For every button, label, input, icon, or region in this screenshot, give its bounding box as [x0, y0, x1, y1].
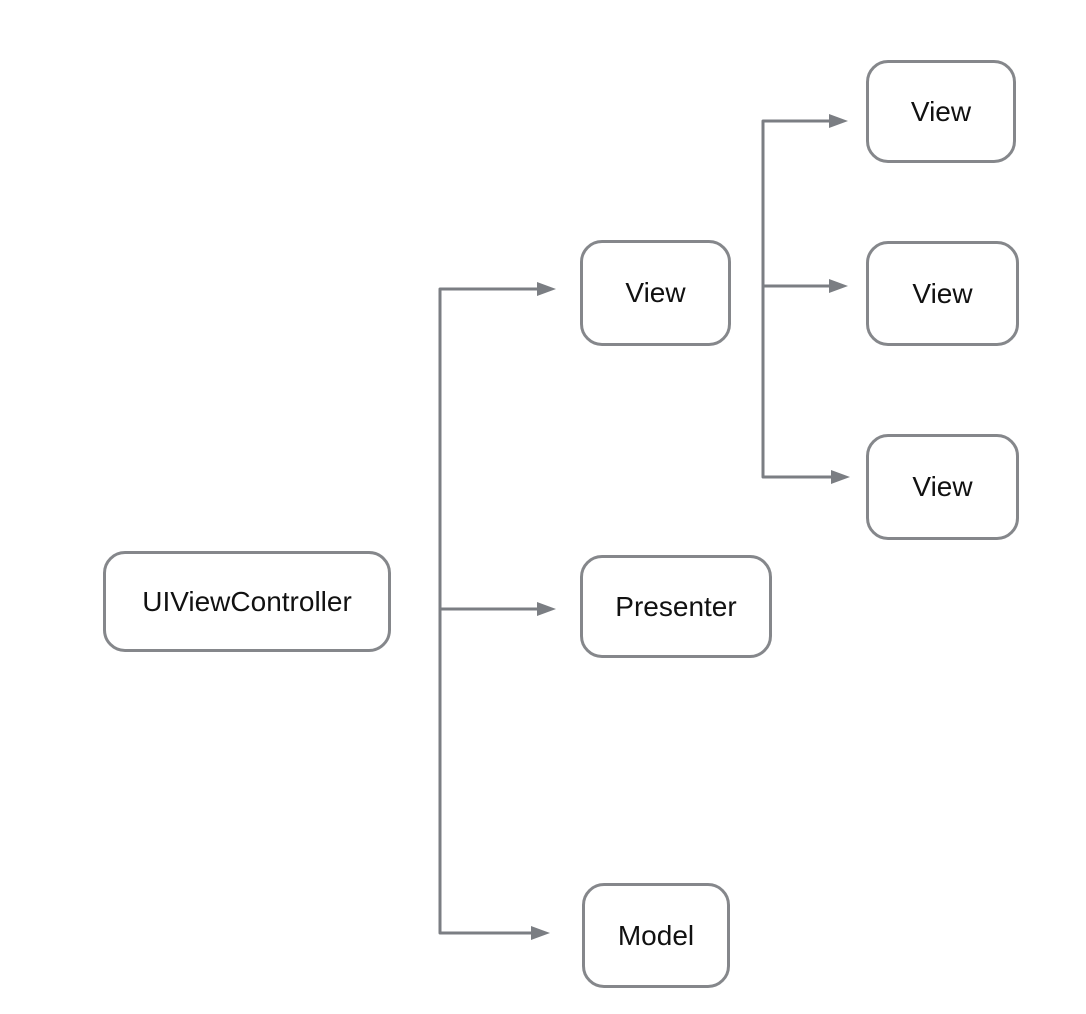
- node-presenter: Presenter: [580, 555, 772, 658]
- node-uiviewcontroller-label: UIViewController: [142, 585, 352, 617]
- edge-trunk-view: [761, 119, 832, 479]
- arrowhead-view-child-bottom-icon: [831, 470, 850, 484]
- node-view-child-top: View: [866, 60, 1016, 163]
- node-view-child-middle: View: [866, 241, 1019, 346]
- node-view-parent: View: [580, 240, 731, 346]
- node-view-parent-label: View: [625, 277, 686, 308]
- node-view-child-bottom-label: View: [912, 471, 973, 502]
- arrowhead-model-icon: [531, 926, 550, 940]
- arrowhead-view-icon: [537, 282, 556, 296]
- arrowhead-view-child-top-icon: [829, 114, 848, 128]
- node-model: Model: [582, 883, 730, 988]
- node-presenter-label: Presenter: [615, 590, 737, 622]
- node-view-child-bottom: View: [866, 434, 1019, 540]
- node-view-child-top-label: View: [910, 95, 972, 127]
- node-uiviewcontroller: UIViewController: [103, 551, 391, 652]
- node-view-child-middle-label: View: [912, 277, 973, 309]
- arrowhead-presenter-icon: [537, 602, 556, 616]
- edge-trunk-uiviewcontroller: [438, 287, 538, 935]
- node-model-label: Model: [617, 919, 695, 951]
- arrowhead-view-child-middle-icon: [829, 279, 848, 293]
